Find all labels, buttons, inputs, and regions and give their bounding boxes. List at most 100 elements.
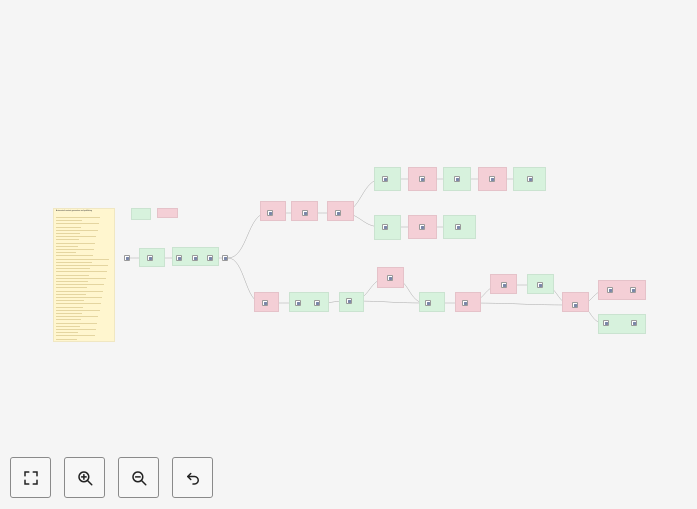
zoom-in-button[interactable] [64,457,105,498]
node-type-icon [457,226,460,229]
sticky-note-text-line [56,229,98,231]
fit-view-button[interactable] [10,457,51,498]
workflow-node[interactable] [335,210,341,216]
fit-view-icon [23,470,38,485]
workflow-node[interactable] [603,320,609,326]
workflow-group-note[interactable] [598,314,646,334]
sticky-note-text-line [56,319,81,321]
workflow-group-note[interactable] [260,201,286,221]
zoom-out-button[interactable] [118,457,159,498]
zoom-in-icon [77,470,92,485]
node-type-icon [209,257,212,260]
workflow-group-note[interactable] [131,208,151,220]
workflow-node[interactable] [462,300,468,306]
node-type-icon [348,300,351,303]
sticky-note-text-line [56,325,80,327]
workflow-node[interactable] [176,255,182,261]
node-type-icon [464,302,467,305]
workflow-group-note[interactable] [289,292,329,312]
workflow-node[interactable] [267,210,273,216]
sticky-note-text-line [56,274,90,276]
node-type-icon [605,322,608,325]
workflow-node[interactable] [631,320,637,326]
sticky-note-text-line [56,236,97,238]
sticky-note-text-line [56,306,84,308]
sticky-note[interactable]: Automated content generation and publish… [53,208,115,342]
sticky-note-text-line [56,284,105,286]
workflow-node[interactable] [262,300,268,306]
workflow-node[interactable] [527,176,533,182]
sticky-note-text-line [56,281,88,282]
node-type-icon [609,289,612,292]
reset-zoom-button[interactable] [172,457,213,498]
workflow-node[interactable] [489,176,495,182]
workflow-node[interactable] [572,302,578,308]
workflow-node[interactable] [501,282,507,288]
sticky-note-text-line [56,293,86,295]
workflow-node[interactable] [387,275,393,281]
sticky-note-text-line [56,303,101,305]
node-type-icon [149,257,152,260]
node-type-icon [539,284,542,287]
workflow-node[interactable] [222,255,228,261]
node-type-icon [427,302,430,305]
zoom-out-icon [131,470,146,485]
sticky-note-text-line [56,261,92,263]
node-type-icon [264,302,267,305]
node-type-icon [503,284,506,287]
workflow-group-note[interactable] [443,215,476,239]
sticky-note-text-line [56,290,104,292]
node-type-icon [126,257,129,260]
sticky-note-text-line [56,322,98,324]
node-type-icon [224,257,227,260]
workflow-node[interactable] [630,287,636,293]
node-type-icon [316,302,319,305]
workflow-node[interactable] [124,255,130,261]
node-type-icon [421,226,424,229]
node-type-icon [632,289,635,292]
sticky-note-text-line [56,223,99,225]
workflow-group-note[interactable] [478,167,507,191]
workflow-group-note[interactable] [598,280,646,300]
sticky-note-text-line [56,316,99,318]
workflow-node[interactable] [382,224,388,230]
sticky-note-text-line [56,226,82,228]
sticky-note-text-line [56,329,96,330]
workflow-node[interactable] [454,176,460,182]
sticky-note-text-line [56,258,110,260]
workflow-node[interactable] [346,298,352,304]
node-type-icon [384,178,387,181]
workflow-group-note[interactable] [455,292,481,312]
node-type-icon [491,178,494,181]
workflow-node[interactable] [192,255,198,261]
node-type-icon [178,257,181,260]
workflow-node[interactable] [302,210,308,216]
sticky-note-text-line [56,220,83,222]
sticky-note-text-line [56,255,93,257]
workflow-node[interactable] [607,287,613,293]
node-type-icon [574,304,577,307]
sticky-note-text-line [56,239,79,241]
sticky-note-text-line [56,338,78,340]
workflow-node[interactable] [537,282,543,288]
workflow-group-note[interactable] [419,292,445,312]
undo-icon [186,472,199,485]
sticky-note-text-line [56,242,96,244]
sticky-note-text-line [56,233,80,234]
workflow-node[interactable] [455,224,461,230]
workflow-node[interactable] [425,300,431,306]
workflow-node[interactable] [147,255,153,261]
workflow-node[interactable] [419,176,425,182]
workflow-group-note[interactable] [157,208,178,218]
node-type-icon [633,322,636,325]
workflow-node[interactable] [314,300,320,306]
sticky-note-text-line [56,245,78,247]
sticky-note-text-line [56,268,91,270]
workflow-node[interactable] [382,176,388,182]
workflow-node[interactable] [295,300,301,306]
workflow-node[interactable] [419,224,425,230]
node-type-icon [529,178,532,181]
node-type-icon [389,277,392,280]
workflow-node[interactable] [207,255,213,261]
